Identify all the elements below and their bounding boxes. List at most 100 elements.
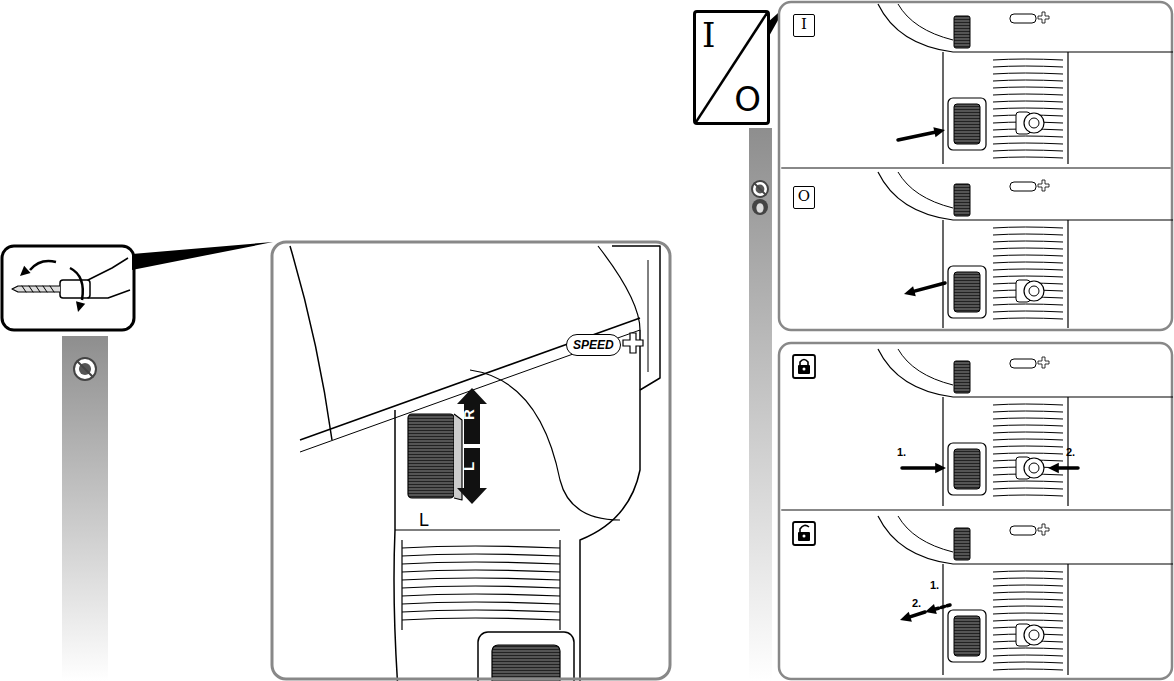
off-symbol-box: O <box>793 186 815 209</box>
arrow-head <box>76 301 85 312</box>
grip-rib <box>993 404 1063 405</box>
speed-label: SPEED <box>566 334 621 356</box>
grip-rib <box>993 446 1063 447</box>
shackle <box>800 525 809 532</box>
grip-rib <box>993 606 1063 607</box>
arrow-head <box>935 463 946 473</box>
grip-rib <box>993 585 1063 586</box>
lock-icon <box>793 355 815 378</box>
housing-edge <box>612 246 660 390</box>
symbol-text: O <box>734 82 761 116</box>
housing-edge <box>898 516 953 552</box>
drawing-part <box>74 358 96 380</box>
grip-rib <box>993 255 1063 256</box>
trigger <box>954 104 980 144</box>
grip-rib <box>402 578 560 580</box>
icon-frame <box>793 522 815 545</box>
rotation-arrow <box>70 268 83 300</box>
grip-rib <box>993 248 1063 249</box>
unlock-icon <box>793 522 815 545</box>
grip-rib <box>993 136 1063 137</box>
grip-rib <box>402 586 560 588</box>
grip-rib <box>402 618 560 620</box>
icon-frame <box>793 355 815 378</box>
drawing-part <box>50 286 54 292</box>
grip-rib <box>993 425 1063 426</box>
keyhole <box>803 535 806 538</box>
lock-body <box>798 532 810 541</box>
direction-letter: R <box>461 409 476 420</box>
symbol-text: I <box>794 17 814 32</box>
direction-switch <box>954 16 970 48</box>
grip-rib <box>993 73 1063 74</box>
plus-symbol <box>1038 357 1049 368</box>
direction-arrow-down <box>457 448 487 504</box>
panel-divider <box>782 509 1170 511</box>
grip-rib <box>402 602 560 604</box>
plus-symbol <box>623 333 643 353</box>
switch-side <box>454 414 462 500</box>
gray-bar <box>62 336 108 681</box>
direction-switch <box>408 414 454 498</box>
push-arrow <box>1056 466 1078 470</box>
panel-frame <box>779 343 1172 679</box>
arrow-head <box>933 127 945 137</box>
grip-rib <box>993 94 1063 95</box>
grip-rib <box>993 269 1063 270</box>
grip-rib <box>993 66 1063 67</box>
arrow-head <box>900 612 912 622</box>
arrow-head <box>20 266 31 276</box>
rotation-icon-group <box>2 242 273 681</box>
grip-rib <box>993 432 1063 433</box>
prohibition-symbol <box>752 181 768 197</box>
drawing-part <box>752 181 768 197</box>
direction-arrow-up <box>457 388 487 444</box>
handle-outline <box>942 220 943 328</box>
grip-rib <box>993 318 1063 319</box>
panel-frame <box>779 2 1172 330</box>
handle-outline <box>942 397 943 506</box>
grip-rib <box>993 481 1063 482</box>
grip-rib <box>993 108 1063 109</box>
handle-contour <box>470 370 620 520</box>
housing-edge <box>598 246 640 330</box>
lock-button <box>1029 118 1039 128</box>
lock-button <box>1029 630 1039 640</box>
grip-rib <box>993 227 1063 228</box>
grip-edge <box>402 540 560 630</box>
grip-rib <box>402 610 560 612</box>
speed-badge <box>1010 14 1036 23</box>
handle-outline <box>1067 220 1068 328</box>
drawing-part <box>29 286 33 292</box>
drawing-part <box>36 286 40 292</box>
keyhole <box>803 368 806 371</box>
symbol-text: O <box>794 189 814 204</box>
mini-drill <box>878 349 1173 506</box>
grip-rib <box>993 648 1063 649</box>
housing-edge <box>878 349 1173 397</box>
plus-symbol <box>1038 524 1049 535</box>
mini-drill <box>878 516 1173 675</box>
trigger <box>954 616 980 656</box>
direction-switch <box>954 528 970 560</box>
grip-rib <box>993 241 1063 242</box>
shackle <box>800 360 808 366</box>
grip-rib <box>993 599 1063 600</box>
grip-rib <box>993 578 1063 579</box>
grip-rib <box>993 592 1063 593</box>
grip-rib <box>993 87 1063 88</box>
lock-button <box>1024 625 1044 645</box>
drawing-part <box>77 361 92 376</box>
speed-badge <box>1010 526 1036 535</box>
lock-body <box>798 365 810 374</box>
symbol-text: I <box>702 18 715 52</box>
grip-rib <box>993 304 1063 305</box>
lock-button <box>1024 458 1044 478</box>
drawing-part <box>754 183 765 194</box>
gray-bar <box>749 128 772 681</box>
housing-edge <box>878 516 1173 564</box>
grip-rib <box>993 234 1063 235</box>
grip-rib <box>993 439 1063 440</box>
trigger <box>954 272 980 312</box>
grip-rib <box>993 101 1063 102</box>
